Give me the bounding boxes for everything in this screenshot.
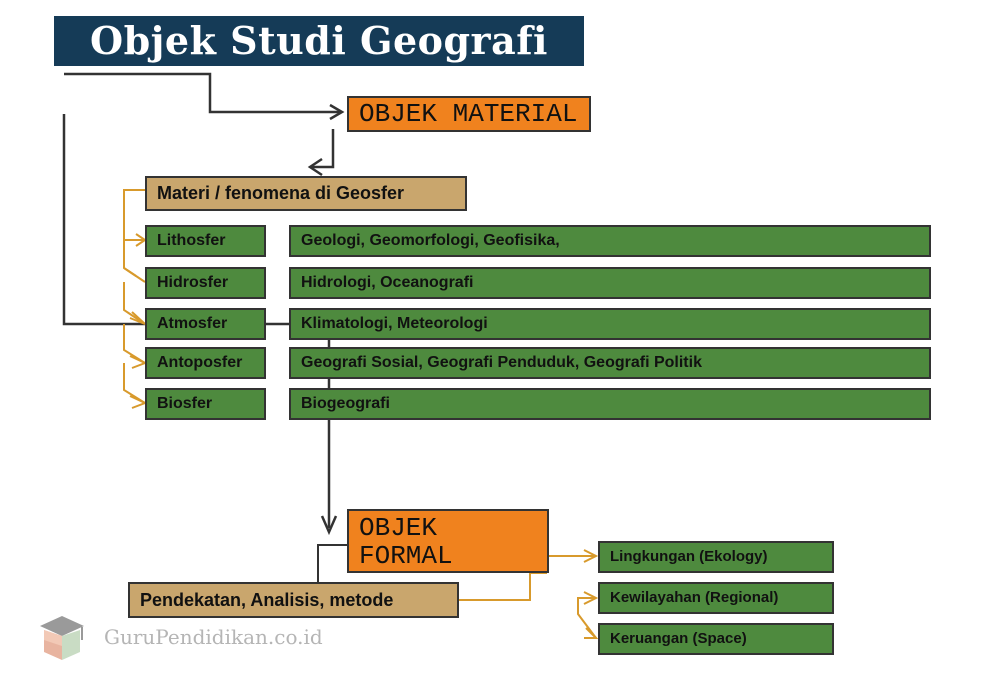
materi-box: Materi / fenomena di Geosfer bbox=[145, 176, 467, 211]
regional-bracket bbox=[577, 597, 597, 639]
approach-label: Lingkungan (Ekology) bbox=[610, 548, 768, 565]
study-box-hidrosfer: Hidrologi, Oceanografi bbox=[289, 267, 931, 299]
arrowhead-formal bbox=[320, 515, 338, 536]
pendekatan-box: Pendekatan, Analisis, metode bbox=[128, 582, 459, 618]
approach-label: Keruangan (Space) bbox=[610, 630, 747, 647]
objek-formal-line1: OBJEK bbox=[359, 513, 438, 543]
arrowhead-space bbox=[584, 627, 599, 639]
pendekatan-to-formal-line bbox=[459, 572, 547, 601]
study-label: Geologi, Geomorfologi, Geofisika, bbox=[301, 232, 560, 249]
study-box-atmosfer: Klimatologi, Meteorologi bbox=[289, 308, 931, 340]
sphere-box-antoposfer: Antoposfer bbox=[145, 347, 266, 379]
sphere-label: Antoposfer bbox=[157, 354, 243, 371]
formal-to-pendekatan-line bbox=[317, 544, 347, 582]
study-label: Geografi Sosial, Geografi Penduduk, Geog… bbox=[301, 354, 702, 371]
study-box-lithosfer: Geologi, Geomorfologi, Geofisika, bbox=[289, 225, 931, 257]
objek-formal-box: OBJEK FORMAL bbox=[347, 509, 549, 573]
sphere-label: Lithosfer bbox=[157, 232, 226, 249]
approach-box-kewilayahan: Kewilayahan (Regional) bbox=[598, 582, 834, 614]
sphere-label: Hidrosfer bbox=[157, 274, 229, 291]
study-label: Klimatologi, Meteorologi bbox=[301, 315, 488, 332]
left-vertical-line bbox=[62, 114, 145, 326]
objek-material-box: OBJEK MATERIAL bbox=[347, 96, 591, 132]
approach-box-lingkungan: Lingkungan (Ekology) bbox=[598, 541, 834, 573]
materi-bracket-line bbox=[123, 189, 145, 240]
watermark-text: GuruPendidikan.co.id bbox=[104, 625, 323, 649]
approach-label: Kewilayahan (Regional) bbox=[610, 589, 779, 606]
materi-label: Materi / fenomena di Geosfer bbox=[157, 183, 405, 203]
arrowhead-material bbox=[329, 103, 345, 121]
arrowhead-lingkungan bbox=[583, 549, 599, 563]
arrowhead-regional bbox=[583, 591, 599, 605]
sphere-box-biosfer: Biosfer bbox=[145, 388, 266, 420]
atmosfer-bracket bbox=[123, 282, 146, 325]
title-to-material-line bbox=[64, 72, 340, 114]
pendekatan-label: Pendekatan, Analisis, metode bbox=[140, 590, 394, 610]
sphere-box-lithosfer: Lithosfer bbox=[145, 225, 266, 257]
study-box-antoposfer: Geografi Sosial, Geografi Penduduk, Geog… bbox=[289, 347, 931, 379]
sphere-label: Atmosfer bbox=[157, 315, 228, 332]
objek-material-label: OBJEK MATERIAL bbox=[359, 99, 578, 129]
watermark: GuruPendidikan.co.id bbox=[38, 612, 323, 662]
graduation-cap-logo-icon bbox=[40, 616, 84, 660]
sphere-box-atmosfer: Atmosfer bbox=[145, 308, 266, 340]
arrowhead-materi bbox=[307, 157, 323, 177]
sphere-box-hidrosfer: Hidrosfer bbox=[145, 267, 266, 299]
page-title: Objek Studi Geografi bbox=[54, 16, 584, 66]
study-box-biosfer: Biogeografi bbox=[289, 388, 931, 420]
approach-box-keruangan: Keruangan (Space) bbox=[598, 623, 834, 655]
material-to-materi-line bbox=[312, 129, 335, 169]
study-label: Hidrologi, Oceanografi bbox=[301, 274, 474, 291]
study-label: Biogeografi bbox=[301, 395, 390, 412]
objek-formal-line2: FORMAL bbox=[359, 541, 453, 571]
sphere-label: Biosfer bbox=[157, 395, 213, 412]
